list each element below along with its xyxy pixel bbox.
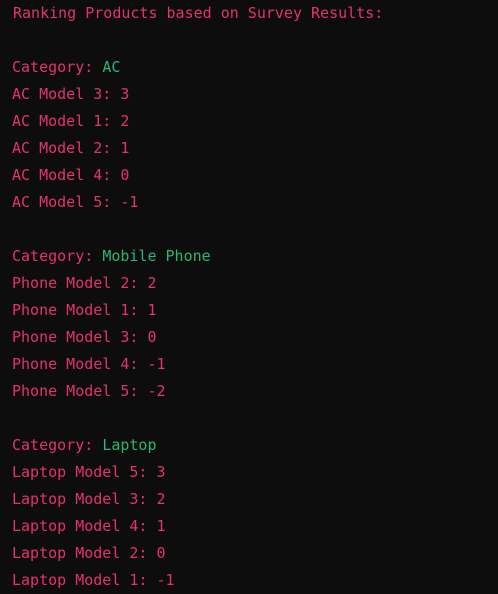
- ranking-line: Phone Model 4: -1: [12, 355, 166, 373]
- category-name: AC: [102, 58, 121, 76]
- category-label: Category:: [12, 247, 103, 265]
- ranking-line: Phone Model 5: -2: [12, 382, 166, 400]
- ranking-line: AC Model 2: 1: [12, 139, 130, 157]
- ranking-line: Laptop Model 2: 0: [12, 544, 166, 562]
- category-heading-ac: Category: AC: [12, 54, 498, 81]
- category-name: Laptop: [102, 436, 157, 454]
- blank-line: [12, 405, 498, 432]
- category-heading-laptop: Category: Laptop: [12, 432, 498, 459]
- ranking-line: Phone Model 2: 2: [12, 274, 157, 292]
- output-title: Ranking Products based on Survey Results…: [13, 4, 384, 22]
- ranking-line: Laptop Model 1: -1: [12, 571, 175, 589]
- blank-line: [12, 216, 498, 243]
- category-heading-mobile-phone: Category: Mobile Phone: [12, 243, 498, 270]
- blank-line: [12, 27, 498, 54]
- ranking-line: Phone Model 3: 0: [12, 328, 157, 346]
- ranking-line: Laptop Model 3: 2: [12, 490, 166, 508]
- ranking-line: AC Model 4: 0: [12, 166, 130, 184]
- ranking-line: AC Model 1: 2: [12, 112, 130, 130]
- ranking-line: AC Model 3: 3: [12, 85, 130, 103]
- category-name: Mobile Phone: [102, 247, 211, 265]
- ranking-line: AC Model 5: -1: [12, 193, 139, 211]
- category-label: Category:: [12, 58, 103, 76]
- ranking-line: Laptop Model 4: 1: [12, 517, 166, 535]
- ranking-line: Laptop Model 5: 3: [12, 463, 166, 481]
- category-label: Category:: [12, 436, 103, 454]
- ranking-line: Phone Model 1: 1: [12, 301, 157, 319]
